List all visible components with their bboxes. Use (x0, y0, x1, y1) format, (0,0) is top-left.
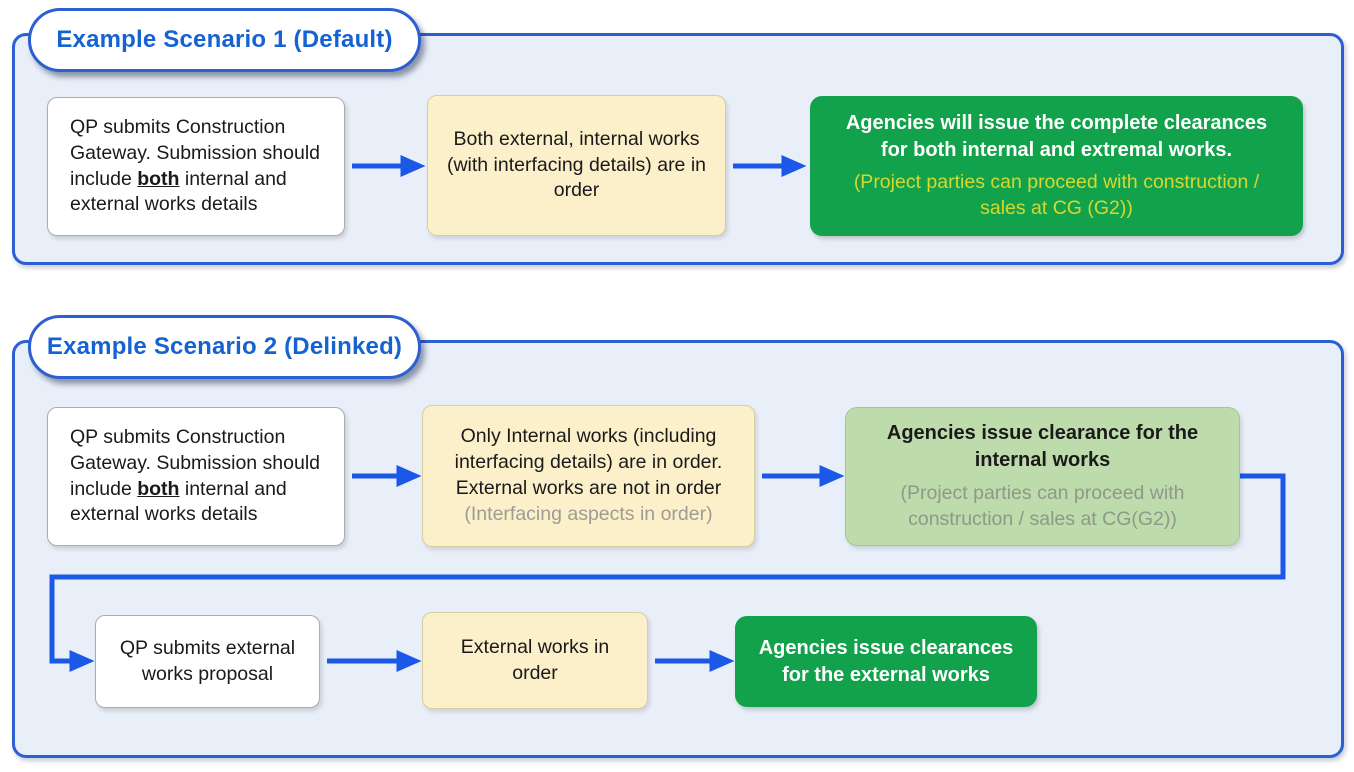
scenario-1-condition-text: Both external, internal works (with inte… (446, 127, 707, 202)
scenario-2-internal-outcome-box: Agencies issue clearance for the interna… (845, 407, 1240, 546)
scenario-2-qp-submission-text: QP submits Construction Gateway. Submiss… (70, 425, 326, 529)
scenario-2-qp-external-box: QP submits external works proposal (95, 615, 320, 708)
scenario-2-title-pill: Example Scenario 2 (Delinked) (28, 315, 421, 379)
scenario-2-external-outcome-box: Agencies issue clearances for the extern… (735, 616, 1037, 707)
qp2-text-bold-word: both (137, 477, 180, 500)
scenario-1-qp-submission-text: QP submits Construction Gateway. Submiss… (70, 115, 326, 219)
scenario-1-outcome-box: Agencies will issue the complete clearan… (810, 96, 1303, 236)
scenario-1-outcome-note: (Project parties can proceed with constr… (853, 171, 1260, 220)
scenario-1-title: Example Scenario 1 (Default) (56, 26, 393, 53)
scenario-2-internal-outcome-note: (Project parties can proceed with constr… (900, 481, 1185, 530)
scenario-2-external-condition-box: External works in order (422, 612, 648, 709)
qp-text-part2: internal and external works details (70, 167, 287, 216)
qp-text-part1: QP submits Construction Gateway. Submiss… (70, 115, 321, 190)
scenario-2-condition-note: (Interfacing aspects in order) (464, 502, 713, 525)
scenario-2-external-condition-text: External works in order (460, 635, 610, 684)
scenario-2-title: Example Scenario 2 (Delinked) (46, 333, 403, 360)
scenario-2-internal-outcome-main: Agencies issue clearance for the interna… (886, 422, 1199, 472)
scenario-1-title-pill: Example Scenario 1 (Default) (28, 8, 421, 72)
scenario-2-external-outcome-text: Agencies issue clearances for the extern… (758, 636, 1014, 686)
scenario-1-qp-submission-box: QP submits Construction Gateway. Submiss… (47, 97, 345, 236)
qp-text-bold-word: both (137, 167, 180, 190)
scenario-1-condition-box: Both external, internal works (with inte… (427, 95, 726, 236)
scenario-2-qp-external-text: QP submits external works proposal (119, 636, 296, 685)
scenario-2-condition-main: Only Internal works (including interfaci… (454, 425, 723, 499)
scenario-2-condition-box: Only Internal works (including interfaci… (422, 405, 755, 547)
scenario-2-qp-submission-box: QP submits Construction Gateway. Submiss… (47, 407, 345, 546)
scenario-1-outcome-main: Agencies will issue the complete clearan… (845, 111, 1268, 161)
